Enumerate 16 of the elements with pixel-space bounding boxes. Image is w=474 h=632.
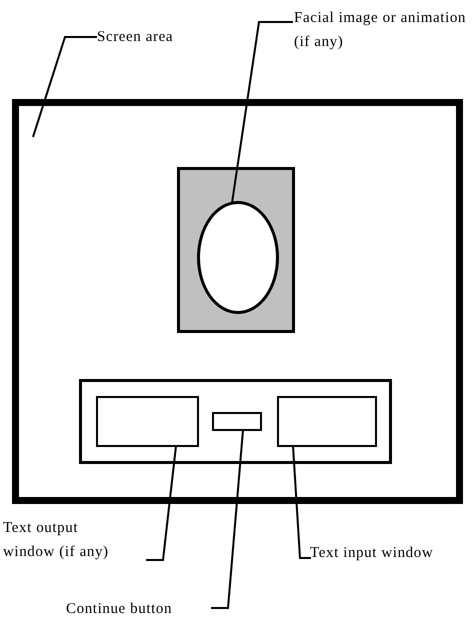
leader-line bbox=[146, 446, 177, 561]
leader-line bbox=[292, 446, 311, 559]
output-window bbox=[96, 396, 199, 447]
image-panel bbox=[177, 167, 295, 333]
leader-line bbox=[231, 21, 293, 204]
callout-label: Continue button bbox=[66, 597, 206, 621]
leader-line bbox=[211, 430, 244, 609]
continue-button-shape bbox=[212, 412, 262, 431]
leader-line bbox=[32, 36, 97, 138]
callout-label: Text output window (if any) bbox=[3, 516, 131, 564]
callout-label: Screen area bbox=[97, 25, 207, 49]
screen-frame bbox=[12, 99, 463, 504]
input-window bbox=[277, 396, 377, 447]
callout-label: Facial image or animation (if any) bbox=[294, 6, 472, 54]
callout-label: Text input window bbox=[310, 541, 472, 565]
control-panel bbox=[79, 379, 392, 464]
